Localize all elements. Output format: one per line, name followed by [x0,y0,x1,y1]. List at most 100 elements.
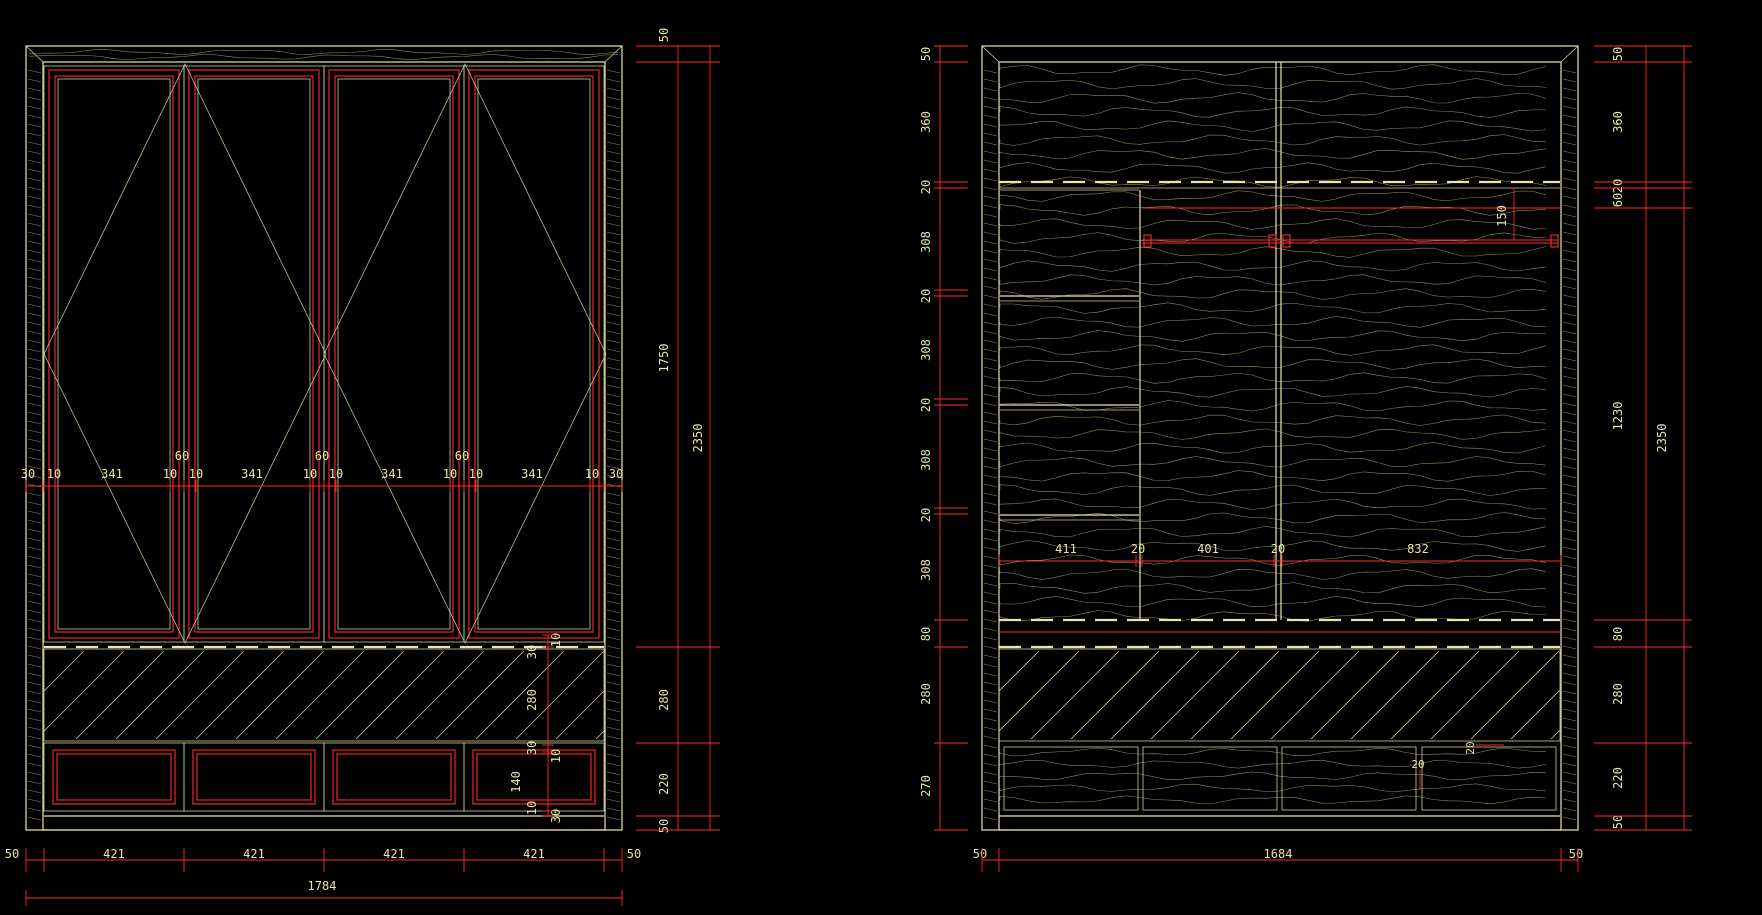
door-dim-label: 341 [241,467,263,481]
bottom-drawer-2[interactable] [183,742,325,812]
side-grain [983,312,998,317]
drawer-frame [43,742,185,812]
side-grain [27,690,42,695]
side-grain [27,213,42,218]
side-grain [27,501,42,506]
rail-bracket-3 [1282,234,1291,248]
door-frame-red [468,69,600,639]
side-grain [983,798,998,803]
hatch-line [1510,689,1561,740]
interior-drawer-4[interactable] [1421,746,1557,811]
hatch-line [395,650,485,740]
side-grain [606,285,621,290]
side-grain [606,393,621,398]
side-grain [606,96,621,101]
side-grain [606,717,621,722]
side-grain [27,402,42,407]
side-grain [606,546,621,551]
right-bottom-drawers[interactable] [999,746,1560,817]
side-grain [27,132,42,137]
interior-drawer-1[interactable] [1003,746,1139,811]
side-grain [983,240,998,245]
door-panel-1[interactable] [43,65,185,643]
side-grain [983,366,998,371]
door-dim-label: 341 [521,467,543,481]
side-grain [27,681,42,686]
bottom-drawer-3[interactable] [323,742,465,812]
side-grain [27,150,42,155]
side-grain [983,321,998,326]
bottom-drawer-4[interactable] [463,742,605,812]
side-grain [983,582,998,587]
side-grain [606,330,621,335]
height-dim-label: 280 [1611,683,1625,705]
wood-grain-line [999,568,1547,580]
side-grain [1562,69,1577,74]
hatch-line [475,650,565,740]
door-inset-edge [197,78,311,630]
wood-grain-line [999,428,1547,440]
door-panel-3[interactable] [323,65,465,643]
side-grain [1562,384,1577,389]
door-swing-lines-1 [43,63,327,644]
side-grain [606,744,621,749]
side-grain [27,780,42,785]
side-grain [1562,375,1577,380]
side-grain [983,564,998,569]
side-grain [1562,744,1577,749]
interior-drawer-3[interactable] [1281,746,1417,811]
wood-grain-line [999,747,1547,757]
right-cabinet-outline [981,45,1579,831]
door-inset-panel [334,75,454,633]
left-bottom-drawers[interactable] [43,742,605,817]
side-grain [606,690,621,695]
wood-grain-line [999,372,1547,384]
interior-drawer-2[interactable] [1142,746,1278,811]
side-grain [606,447,621,452]
side-grain [1562,420,1577,425]
hatch-line [1190,650,1280,740]
hatch-line [1350,650,1440,740]
door-panel-4[interactable] [463,65,605,643]
side-grain [606,240,621,245]
door-dim-label: 60 [315,449,329,463]
door-inset-panel [194,75,314,633]
drawer-frame-red [472,749,596,805]
side-grain [606,348,621,353]
side-grain [983,141,998,146]
side-grain [606,366,621,371]
drawer-dim-label: 30 [549,809,563,823]
side-grain [606,132,621,137]
side-grain [27,492,42,497]
side-grain [27,357,42,362]
side-grain [983,438,998,443]
side-grain [27,735,42,740]
door-dim-label: 10 [189,467,203,481]
bottom-drawer-1[interactable] [43,742,185,812]
door-frame [463,65,605,643]
side-grain [983,780,998,785]
side-grain [983,87,998,92]
side-grain [27,447,42,452]
side-grain [27,438,42,443]
side-grain [27,789,42,794]
side-grain [27,771,42,776]
side-grain [983,735,998,740]
door-dim-label: 30 [21,467,35,481]
side-grain [983,447,998,452]
wood-grain-line [999,204,1547,216]
height-dim-label: 1750 [657,344,671,373]
side-grain [606,429,621,434]
rail-bracket-4 [1550,234,1559,248]
side-grain [27,762,42,767]
height-dim-label: 280 [657,689,671,711]
door-panel-2[interactable] [183,65,325,643]
side-grain [1562,231,1577,236]
side-grain [983,645,998,650]
side-grain [27,114,42,119]
side-grain [1562,429,1577,434]
side-grain [1562,591,1577,596]
side-grain [983,771,998,776]
